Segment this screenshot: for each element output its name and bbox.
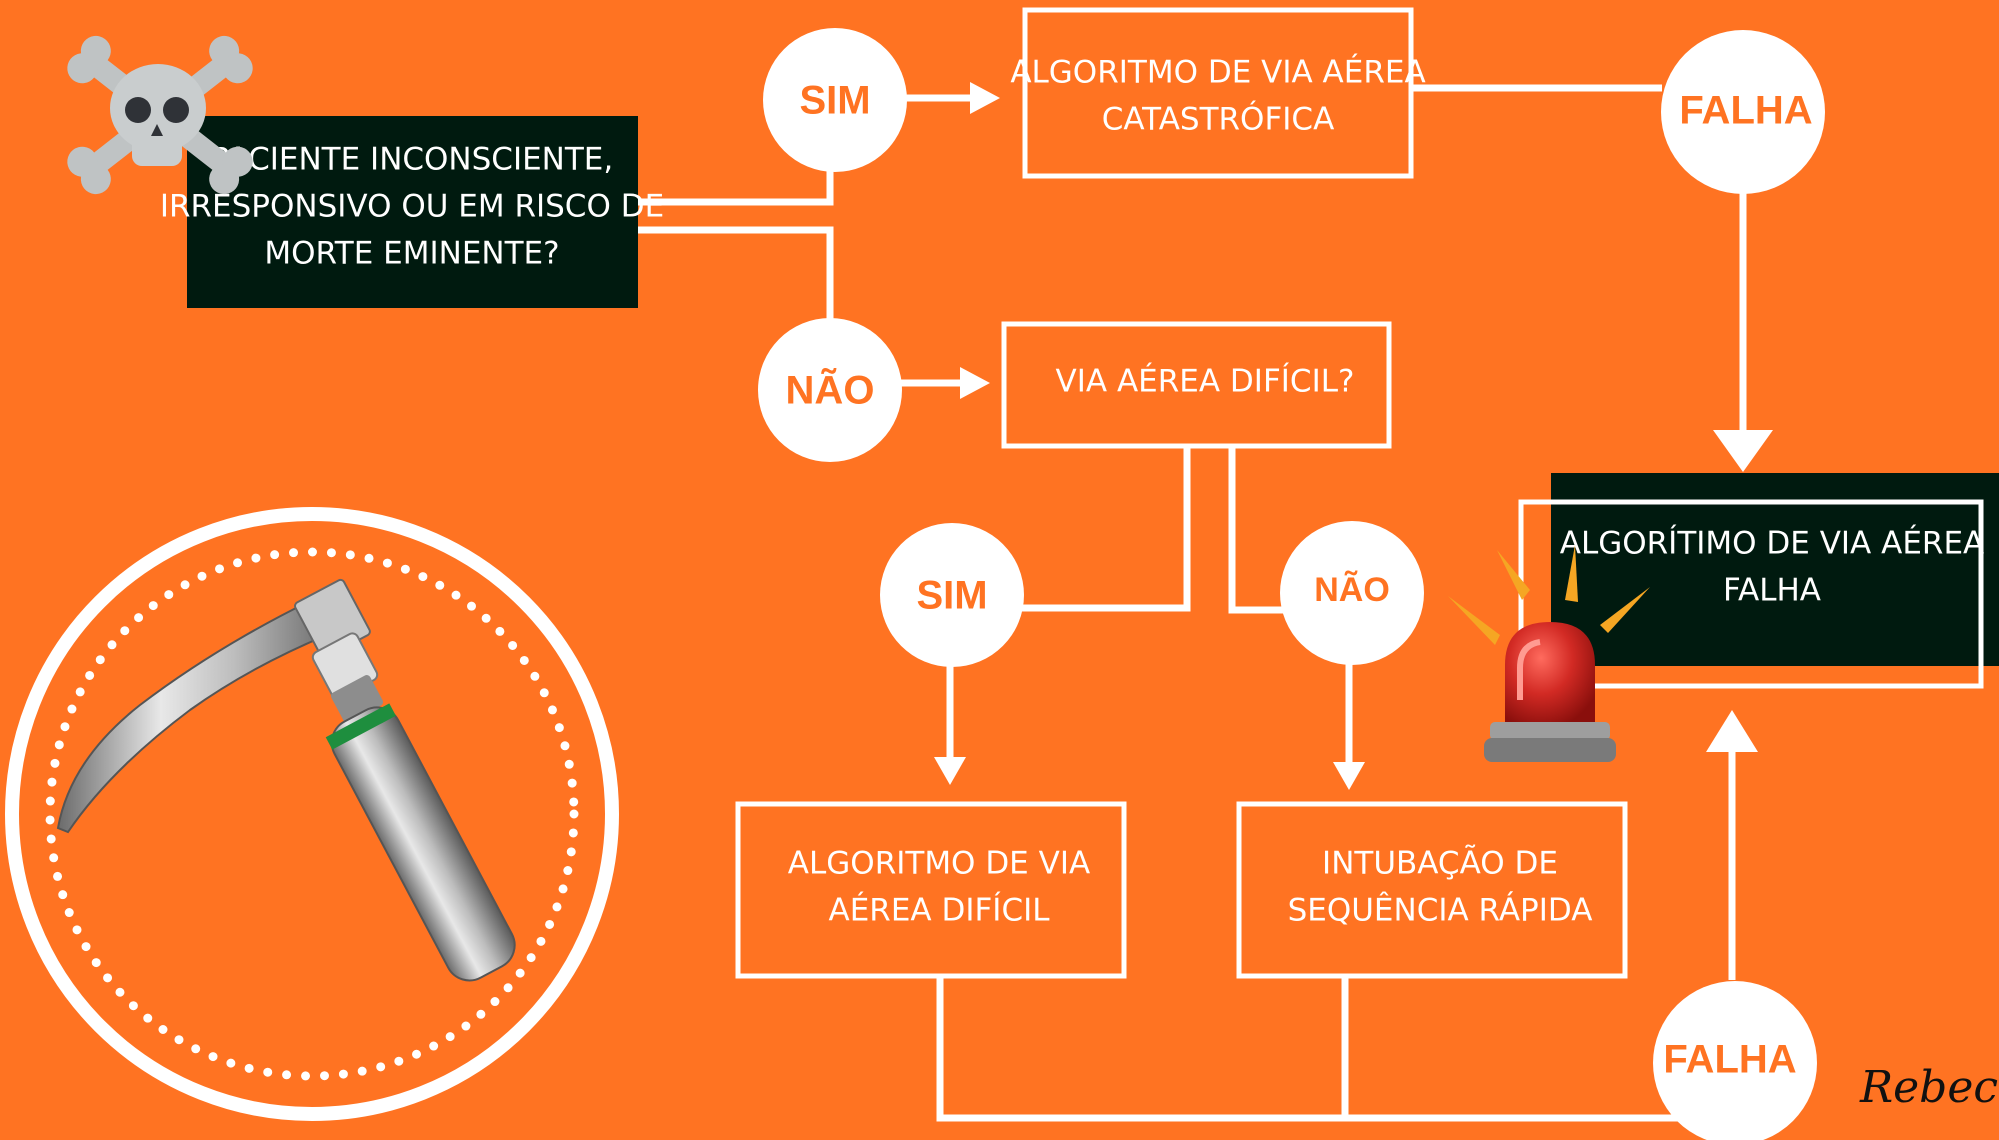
decision-no-mid-label: NÃO <box>1314 571 1390 609</box>
decision-yes-mid-label: SIM <box>916 574 987 618</box>
catastrophic-line-1: ALGORITMO DE VIA AÉREA <box>1010 55 1425 91</box>
connector-difficult-yes <box>1020 448 1191 612</box>
difficult-question-line-1: VIA AÉREA DIFÍCIL? <box>1056 364 1355 400</box>
decision-fail-top-label: FALHA <box>1679 89 1812 133</box>
failed-line-1: ALGORÍTIMO DE VIA AÉREA <box>1560 526 1985 562</box>
rsi-line-2: SEQUÊNCIA RÁPIDA <box>1288 893 1593 929</box>
decision-no-mid: NÃO <box>1280 521 1424 665</box>
difficult-algorithm-line-2: AÉREA DIFÍCIL <box>828 893 1050 929</box>
question-line-1: PACIENTE INCONSCIENTE, <box>211 142 614 178</box>
decision-no-top-label: NÃO <box>786 367 875 413</box>
question-line-3: MORTE EMINENTE? <box>264 236 559 272</box>
rsi-line-1: INTUBAÇÃO DE <box>1322 846 1558 882</box>
arrow-head <box>1713 430 1773 472</box>
question-box: PACIENTE INCONSCIENTE, IRRESPONSIVO OU E… <box>160 116 664 308</box>
laryngoscope-icon <box>56 578 516 982</box>
laryngoscope-illustration <box>5 507 619 1121</box>
arrow-head <box>960 367 990 399</box>
connector-algorithm-fail <box>936 976 1710 1122</box>
decision-no-top: NÃO <box>758 318 902 462</box>
rsi-box: INTUBAÇÃO DE SEQUÊNCIA RÁPIDA <box>1236 801 1628 979</box>
skull-crossbones-icon <box>67 35 253 195</box>
difficult-algorithm-box: ALGORITMO DE VIA AÉREA DIFÍCIL <box>735 801 1127 979</box>
failed-line-2: FALHA <box>1723 573 1821 609</box>
decision-yes-top: SIM <box>763 28 907 172</box>
decision-fail-bottom: FALHA <box>1653 981 1817 1140</box>
catastrophic-box: ALGORITMO DE VIA AÉREA CATASTRÓFICA <box>1010 7 1426 179</box>
decision-yes-top-label: SIM <box>799 79 870 123</box>
siren-icon <box>1448 545 1650 762</box>
decision-yes-mid: SIM <box>880 523 1024 667</box>
arrow-head <box>934 757 966 785</box>
signature: RebecaB <box>1859 1062 1999 1113</box>
outer-ring <box>5 507 619 1121</box>
arrow-head <box>1706 710 1758 752</box>
decision-fail-top: FALHA <box>1661 30 1825 194</box>
connector-difficult-no <box>1228 448 1285 614</box>
dotted-ring <box>45 547 579 1081</box>
question-line-2: IRRESPONSIVO OU EM RISCO DE <box>160 189 664 225</box>
arrow-head <box>970 82 1000 114</box>
difficult-question-box: VIA AÉREA DIFÍCIL? <box>1001 321 1392 449</box>
catastrophic-line-2: CATASTRÓFICA <box>1102 101 1335 138</box>
connectors <box>638 82 1773 1122</box>
difficult-algorithm-line-1: ALGORITMO DE VIA <box>788 846 1090 882</box>
connector-question-no <box>638 226 834 325</box>
decision-fail-bottom-label: FALHA <box>1663 1038 1796 1082</box>
failed-box: ALGORÍTIMO DE VIA AÉREA FALHA <box>1518 473 1999 689</box>
connector-question-yes <box>638 160 834 206</box>
arrow-head <box>1333 762 1365 790</box>
